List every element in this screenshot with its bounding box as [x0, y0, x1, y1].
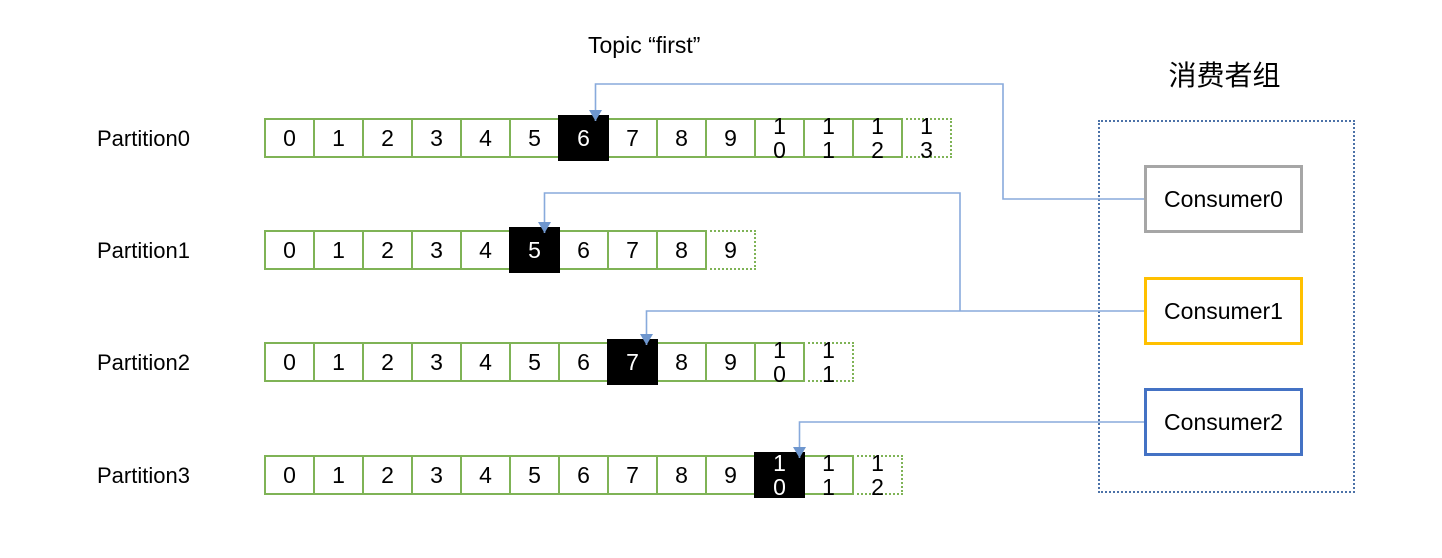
- offset-cell-highlighted: 6: [558, 115, 609, 161]
- offset-cell: 6: [558, 342, 609, 382]
- offset-cell: 8: [656, 455, 707, 495]
- offset-cell: 6: [558, 455, 609, 495]
- consumer-box: Consumer2: [1144, 388, 1303, 456]
- partition-label: Partition3: [97, 463, 190, 488]
- consumer-to-partition-wire: [645, 310, 1144, 345]
- consumer-label: Consumer2: [1164, 408, 1283, 435]
- offset-cell: 0: [264, 230, 315, 270]
- offset-cell: 1: [313, 455, 364, 495]
- offset-cell: 4: [460, 455, 511, 495]
- offset-cell-highlighted: 1 0: [754, 451, 805, 499]
- partition-label: Partition0: [97, 126, 190, 151]
- offset-cell: 1: [313, 230, 364, 270]
- offset-cell: 6: [558, 230, 609, 270]
- offset-cell: 3: [411, 455, 462, 495]
- offset-cell: 0: [264, 342, 315, 382]
- offset-cell: 4: [460, 118, 511, 158]
- consumer-box: Consumer1: [1144, 277, 1303, 345]
- offset-cell: 8: [656, 118, 707, 158]
- offset-cell: 7: [607, 118, 658, 158]
- offset-cell: 9: [705, 455, 756, 495]
- offset-cell: 2: [362, 230, 413, 270]
- offset-cell: 2: [362, 455, 413, 495]
- offset-cell-upcoming: 1 1: [803, 338, 854, 386]
- offset-cell: 4: [460, 342, 511, 382]
- consumer-label: Consumer1: [1164, 297, 1283, 324]
- offset-cell: 9: [705, 342, 756, 382]
- offset-cell: 0: [264, 455, 315, 495]
- offset-cell: 5: [509, 342, 560, 382]
- offset-cell-upcoming: 1 3: [901, 114, 952, 162]
- offset-cell: 0: [264, 118, 315, 158]
- offset-cell: 1 2: [852, 114, 903, 162]
- consumer-to-partition-wire: [798, 421, 1144, 458]
- offset-cell: 3: [411, 342, 462, 382]
- offset-cell: 1 1: [803, 451, 854, 499]
- consumer-group-label: 消费者组: [1168, 60, 1281, 91]
- offset-cell: 9: [705, 118, 756, 158]
- offset-cell: 1: [313, 118, 364, 158]
- partition-label: Partition1: [97, 238, 190, 263]
- offset-cell: 1: [313, 342, 364, 382]
- offset-cell-upcoming: 1 2: [852, 451, 903, 499]
- offset-cell: 1 0: [754, 338, 805, 386]
- offset-cell-highlighted: 7: [607, 339, 658, 385]
- offset-cell: 3: [411, 230, 462, 270]
- consumer-group-box: [1098, 120, 1355, 493]
- offset-cell: 8: [656, 230, 707, 270]
- offset-cell: 2: [362, 118, 413, 158]
- offset-cell: 8: [656, 342, 707, 382]
- offset-cell: 5: [509, 118, 560, 158]
- offset-cell: 1 0: [754, 114, 805, 162]
- consumer-label: Consumer0: [1164, 185, 1283, 212]
- offset-cell: 7: [607, 230, 658, 270]
- partition-label: Partition2: [97, 350, 190, 375]
- offset-cell: 5: [509, 455, 560, 495]
- topic-title: Topic “first”: [588, 32, 701, 58]
- offset-cell: 3: [411, 118, 462, 158]
- offset-cell-upcoming: 9: [705, 230, 756, 270]
- consumer-box: Consumer0: [1144, 165, 1303, 233]
- offset-cell: 1 1: [803, 114, 854, 162]
- offset-cell: 2: [362, 342, 413, 382]
- offset-cell: 7: [607, 455, 658, 495]
- offset-cell: 4: [460, 230, 511, 270]
- offset-cell-highlighted: 5: [509, 227, 560, 273]
